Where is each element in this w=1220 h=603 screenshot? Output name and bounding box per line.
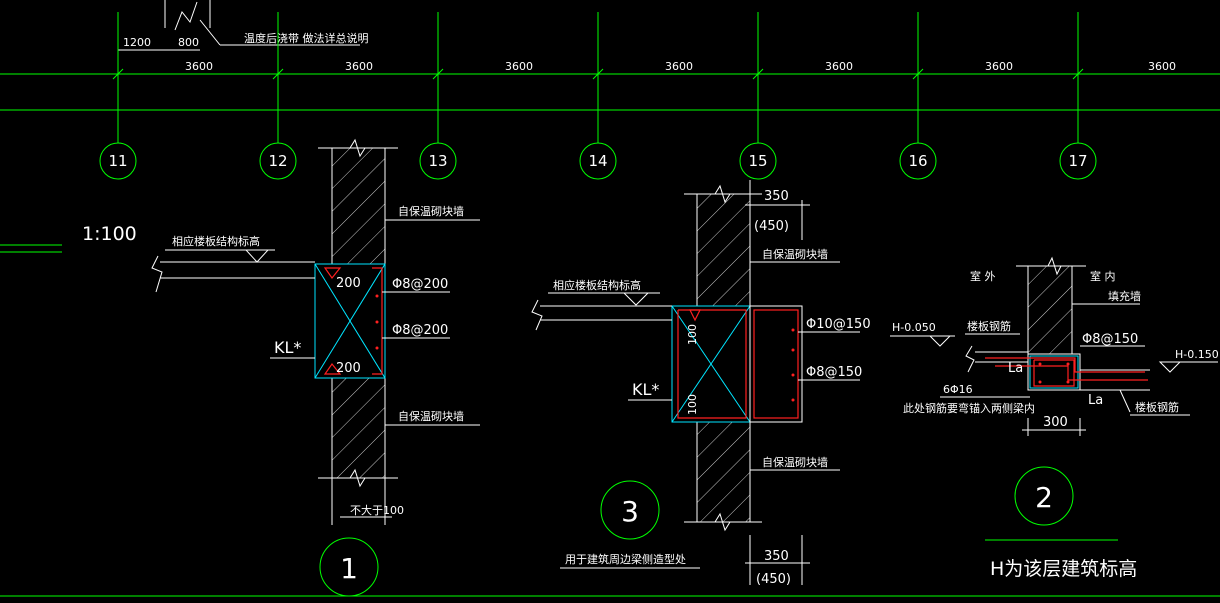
detail-1: 相应楼板结构标高 自保温砌块墙 自保温砌块墙 Φ8@200 Φ8@200 200…	[151, 138, 480, 597]
d2-left-elev: H-0.050	[892, 321, 936, 334]
d1-beam-label: KL*	[274, 338, 301, 357]
d1-rebar-mid: Φ8@200	[392, 323, 448, 338]
d2-right-elev: H-0.150	[1175, 348, 1219, 361]
axis-bubble-14: 14	[579, 142, 617, 180]
d2-slab-rebar-left: 楼板钢筋	[967, 319, 1011, 333]
axis-bubble-16: 16	[899, 142, 937, 180]
grid: 3600 3600 3600 3600 3600 3600 3600 11 12…	[0, 12, 1220, 597]
d3-beam-label: KL*	[632, 380, 659, 399]
d2-slab-rebar-right: 楼板钢筋	[1135, 400, 1179, 414]
rebar-stirrup	[677, 309, 747, 419]
detail-3-number: 3	[621, 495, 639, 528]
d3-dim-side-b: 100	[686, 394, 699, 415]
scale-block: 1:100	[0, 223, 137, 253]
spacing-label-5: 3600	[825, 60, 853, 73]
axis-bubble-12: 12	[259, 142, 297, 180]
d3-rebar-top: Φ10@150	[806, 317, 871, 332]
d1-limit-label: 不大于100	[350, 503, 404, 517]
rebar-stirrup	[372, 267, 383, 375]
detail-2: 室 外 室 内 填充墙 H-0.050 楼板钢筋 Φ8@150 H-0.150 …	[890, 256, 1219, 580]
d2-outside-label: 室 外	[970, 269, 996, 283]
spacing-label-6: 3600	[985, 60, 1013, 73]
d3-dim-top: 350	[764, 189, 789, 204]
side-projection	[749, 305, 803, 423]
d3-dim-top-alt: (450)	[754, 219, 789, 234]
beam-section	[314, 263, 386, 379]
d3-dim-bottom: 350	[764, 549, 789, 564]
detail-3-bubble	[600, 480, 660, 540]
axis-bubble-15: 15	[739, 142, 777, 180]
svg-text:13: 13	[428, 152, 447, 170]
spacing-label-2: 3600	[345, 60, 373, 73]
d2-lap-a: La	[1008, 361, 1023, 376]
d1-wall-top-label: 自保温砌块墙	[398, 204, 464, 218]
d3-caption: 用于建筑周边梁侧造型处	[565, 552, 686, 566]
d2-lap-b: La	[1088, 393, 1103, 408]
d1-dim-top: 200	[336, 276, 361, 291]
d3-slab-note: 相应楼板结构标高	[553, 278, 641, 292]
wall-bottom-hatch	[331, 377, 386, 479]
top-dim-a: 1200	[123, 36, 151, 49]
wall-bottom-hatch	[696, 421, 751, 523]
top-note: 1200 800 温度后浇带 做法详总说明	[118, 0, 369, 51]
detail-2-number: 2	[1035, 481, 1053, 514]
spacing-label-3: 3600	[505, 60, 533, 73]
d3-rebar-side: Φ8@150	[806, 365, 862, 380]
d2-rebar: Φ8@150	[1082, 332, 1138, 347]
d2-infill-label: 填充墙	[1108, 289, 1141, 303]
scale-label: 1:100	[82, 223, 137, 245]
detail-1-bubble	[319, 537, 379, 597]
wall-hatch	[1027, 265, 1073, 355]
spacing-label-7: 3600	[1148, 60, 1176, 73]
top-note-text: 温度后浇带 做法详总说明	[244, 31, 369, 45]
detail-3: 相应楼板结构标高 350 (450) 自保温砌块墙 自保温砌块墙 Φ10@150…	[531, 180, 871, 587]
axis-bubble-17: 17	[1059, 142, 1097, 180]
wall-top-hatch	[331, 147, 386, 265]
detail-2-bubble	[1014, 466, 1074, 526]
svg-text:15: 15	[748, 152, 767, 170]
d1-slab-note: 相应楼板结构标高	[172, 234, 260, 248]
axis-bubble-13: 13	[419, 142, 457, 180]
d1-wall-bottom-label: 自保温砌块墙	[398, 409, 464, 423]
svg-text:14: 14	[588, 152, 607, 170]
d3-dim-side-a: 100	[686, 324, 699, 345]
d2-footnote: H为该层建筑标高	[990, 558, 1137, 580]
d1-rebar-top: Φ8@200	[392, 277, 448, 292]
d2-inside-label: 室 内	[1090, 269, 1116, 283]
d3-wall-top-label: 自保温砌块墙	[762, 247, 828, 261]
axis-bubble-11: 11	[99, 142, 137, 180]
d2-dim: 300	[1043, 415, 1068, 430]
d3-wall-bottom-label: 自保温砌块墙	[762, 455, 828, 469]
spacing-label-4: 3600	[665, 60, 693, 73]
svg-text:11: 11	[108, 152, 127, 170]
d3-dim-bottom-alt: (450)	[756, 572, 791, 587]
d2-bars: 6Φ16	[943, 383, 973, 396]
d1-dim-bottom: 200	[336, 361, 361, 376]
svg-text:12: 12	[268, 152, 287, 170]
d2-note: 此处钢筋要弯锚入两侧梁内	[903, 401, 1035, 415]
detail-1-number: 1	[340, 552, 358, 585]
spacing-label-1: 3600	[185, 60, 213, 73]
wall-top-hatch	[696, 193, 751, 307]
svg-text:16: 16	[908, 152, 927, 170]
top-dim-b: 800	[178, 36, 199, 49]
svg-text:17: 17	[1068, 152, 1087, 170]
